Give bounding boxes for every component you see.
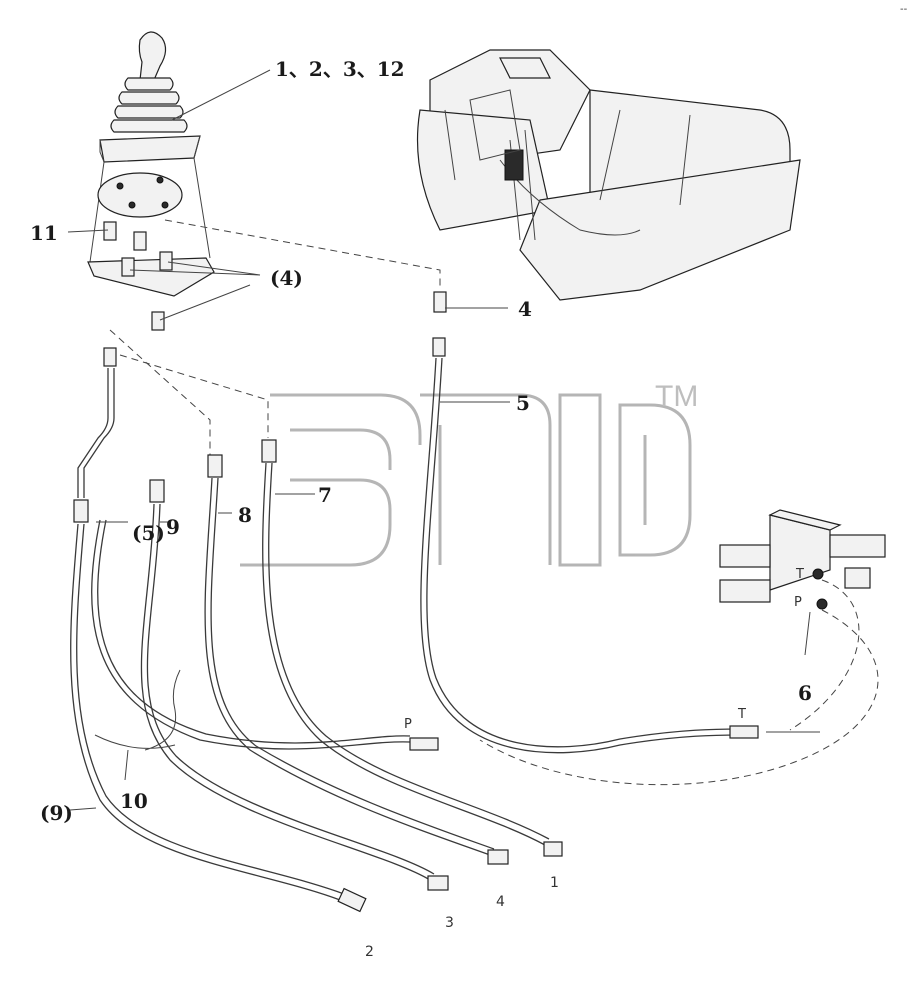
label-fittings-4-group: (4) <box>270 266 303 290</box>
leader-dashed-to-fitting-4 <box>164 219 441 290</box>
label-joystick-parts: 1、2、3、12 <box>275 57 405 81</box>
fitting-4 <box>433 291 447 313</box>
leader-dashed-to-hose-8 <box>109 329 211 455</box>
label-hose-5-paren: (5) <box>132 521 165 545</box>
label-hose-9-paren: (9) <box>40 801 73 825</box>
label-end-3: 3 <box>445 915 454 931</box>
label-valve-6: 6 <box>798 681 812 705</box>
hose-group <box>70 347 550 901</box>
label-end-2: 2 <box>365 944 374 960</box>
hose-end-fittings <box>337 725 759 913</box>
leader-lines <box>67 69 820 811</box>
label-port-p-line: P <box>404 717 412 732</box>
watermark: TM <box>240 380 698 567</box>
clamp-10 <box>94 669 181 751</box>
valve-6 <box>479 509 886 786</box>
label-clamp-10: 10 <box>120 789 148 813</box>
joystick-fittings <box>103 221 173 331</box>
label-port-t-line: T <box>737 707 746 722</box>
label-fitting-11: 11 <box>30 221 58 245</box>
excavator-cab <box>416 49 801 301</box>
label-end-4: 4 <box>496 894 505 910</box>
label-hose-8: 8 <box>238 503 252 527</box>
trademark-symbol: TM <box>655 380 698 413</box>
label-hose-5: 5 <box>516 391 530 415</box>
leader-dashed-to-hose-7 <box>119 354 269 438</box>
label-valve-port-p: P <box>794 595 802 610</box>
label-valve-port-t: T <box>795 567 804 582</box>
joystick <box>87 31 215 297</box>
label-hose-7: 7 <box>318 483 332 507</box>
corner-mark: -- <box>900 4 908 15</box>
label-end-1: 1 <box>550 875 559 891</box>
hose-5 <box>420 337 741 754</box>
label-fitting-4: 4 <box>518 297 532 321</box>
label-hose-9: 9 <box>166 515 180 539</box>
